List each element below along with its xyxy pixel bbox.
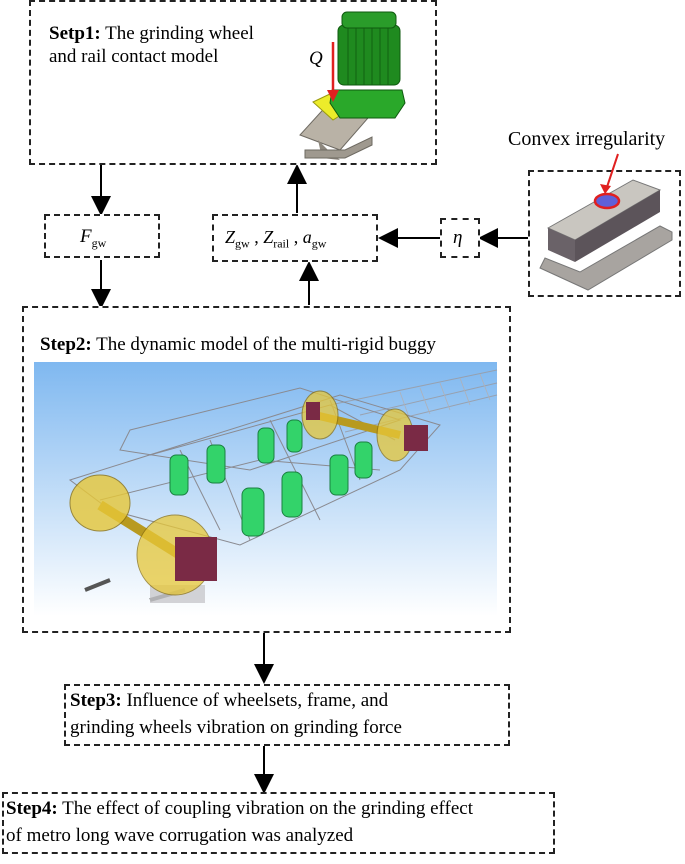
zgw-symbol: Z [225,227,236,247]
eta-label: η [453,227,463,248]
step4-box [2,792,555,854]
z-sep1: , [249,227,264,247]
step1-title: Setp1: The grinding wheel [49,22,254,45]
front-wheelset [69,474,217,603]
step4-line1: The effect of coupling vibration on the … [57,798,473,819]
rail-foot [304,136,373,159]
step3-label: Step3: [70,690,122,711]
fgw-label: Fgw [80,225,106,255]
convex-rail-web [575,190,660,262]
step1-line1: The grinding wheel [100,23,254,44]
fgw-symbol: F [80,226,92,247]
zrail-sub: rail [273,236,290,251]
step3-line1: Influence of wheelsets, frame, and [121,690,389,711]
step2-text: The dynamic model of the multi-rigid bug… [91,334,436,355]
fgw-subscript: gw [91,235,107,250]
step1-line2: and rail contact model [49,46,219,67]
step4-label: Step4: [6,798,58,819]
convex-rail-foot [539,225,673,291]
grinding-wheel [329,89,406,119]
step2-label: Step2: [40,334,92,355]
zrail-symbol: Z [263,227,274,247]
rear-wheelset [301,390,428,462]
convex-irregularity-label: Convex irregularity [508,128,666,150]
step2-title: Step2: The dynamic model of the multi-ri… [40,333,436,356]
step3-title: Step3: Influence of wheelsets, frame, an… [70,689,388,712]
step4-line2: of metro long wave corrugation was analy… [6,825,354,846]
convex-bump [593,192,621,210]
step4-title: Step4: The effect of coupling vibration … [6,797,473,820]
step3-box [64,684,510,746]
z-box [212,214,378,262]
force-q-label: Q [309,48,323,69]
step1-label: Setp1: [49,23,101,44]
suspension-springs [169,419,373,537]
zgw-sub: gw [235,236,250,251]
agw-symbol: a [302,227,312,247]
fgw-box [44,214,160,258]
z-label: Zgw , Zrail , agw [225,226,326,256]
convex-pointer [605,153,619,191]
convex-rail-side [548,228,575,262]
eta-box [440,218,480,258]
agw-sub: gw [311,236,327,251]
z-sep2: , [289,227,303,247]
step3-line2: grinding wheels vibration on grinding fo… [70,717,402,738]
